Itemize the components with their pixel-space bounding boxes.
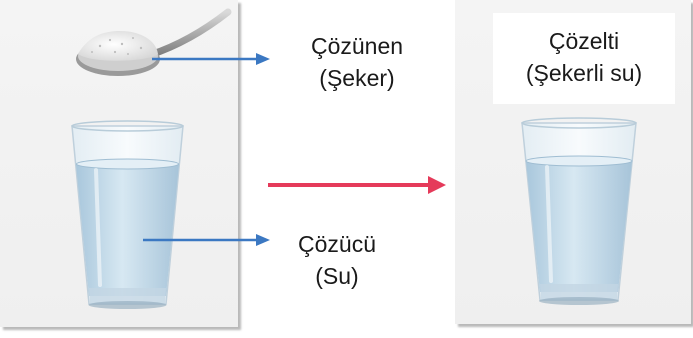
solute-title: Çözünen bbox=[310, 33, 404, 59]
sugar-spoon-icon bbox=[76, 8, 232, 76]
solvent-label: Çözücü (Su) bbox=[272, 228, 402, 292]
solvent-note: (Su) bbox=[315, 263, 359, 289]
solution-label-box: Çözelti (Şekerli su) bbox=[493, 13, 675, 104]
dissolution-arrow bbox=[268, 176, 446, 194]
solute-note: (Şeker) bbox=[319, 65, 395, 91]
solvent-title: Çözücü bbox=[298, 231, 376, 257]
solution-title: Çözelti bbox=[548, 28, 620, 54]
glass-of-water-icon bbox=[71, 120, 184, 309]
solute-label: Çözünen (Şeker) bbox=[282, 30, 432, 94]
glass-of-sugar-water-icon bbox=[521, 117, 637, 305]
solution-label: Çözelti (Şekerli su) bbox=[493, 25, 675, 89]
solute-pointer-arrow bbox=[152, 53, 270, 65]
solution-note: (Şekerli su) bbox=[525, 60, 643, 86]
solvent-pointer-arrow bbox=[143, 234, 270, 246]
